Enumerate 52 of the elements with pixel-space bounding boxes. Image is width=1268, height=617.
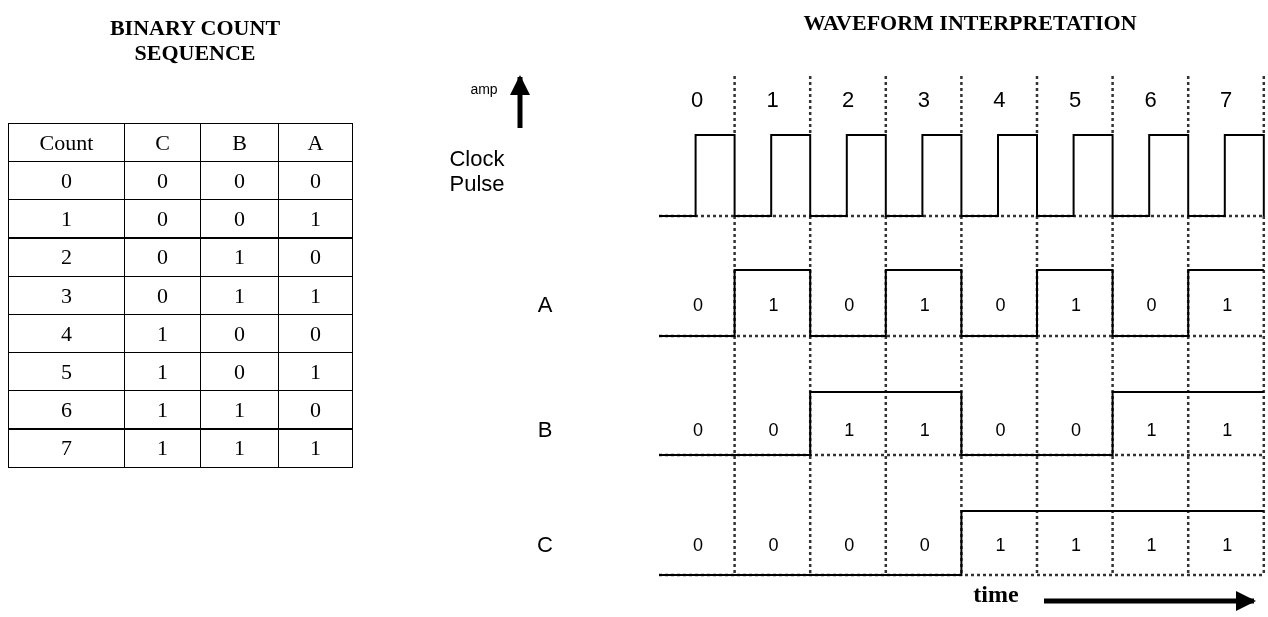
count-number: 1 xyxy=(765,86,780,115)
table-cell: 0 xyxy=(278,390,353,430)
signal-label: B xyxy=(536,416,554,445)
bit-value: 0 xyxy=(692,293,704,317)
table-cell: 1 xyxy=(8,199,125,239)
bit-value: 0 xyxy=(843,533,856,557)
bit-value: 1 xyxy=(1221,533,1234,557)
bit-value: 1 xyxy=(994,533,1007,557)
axis-label: amp xyxy=(469,79,499,99)
bit-value: 1 xyxy=(1070,533,1082,557)
bit-value: 0 xyxy=(692,533,704,557)
table-cell: 1 xyxy=(278,428,353,468)
count-number: 0 xyxy=(689,86,705,115)
count-number: 2 xyxy=(841,86,856,115)
count-number: 5 xyxy=(1067,86,1083,115)
bit-value: 1 xyxy=(1221,293,1234,317)
bit-value: 1 xyxy=(767,293,780,317)
signal-label: A xyxy=(536,291,554,320)
bit-value: 0 xyxy=(994,418,1007,442)
bit-value: 1 xyxy=(1070,293,1082,317)
signal-label: Clock Pulse xyxy=(448,144,506,198)
axis-label: time xyxy=(972,580,1020,610)
table-cell: 6 xyxy=(8,390,125,430)
bit-value: 0 xyxy=(767,418,780,442)
bit-value: 0 xyxy=(1145,293,1158,317)
bit-value: 1 xyxy=(843,418,856,442)
bit-value: 1 xyxy=(918,418,931,442)
table-cell: 7 xyxy=(8,428,125,468)
table-cell: 2 xyxy=(8,237,125,277)
bit-value: 1 xyxy=(918,293,931,317)
bit-value: 1 xyxy=(1145,418,1158,442)
count-number: 7 xyxy=(1219,86,1234,115)
bit-value: 0 xyxy=(843,293,856,317)
bit-value: 0 xyxy=(1070,418,1082,442)
table-cell: 1 xyxy=(124,428,201,468)
bit-value: 0 xyxy=(918,533,931,557)
column-header: Count xyxy=(8,123,125,162)
bit-value: 0 xyxy=(994,293,1007,317)
table-cell: 1 xyxy=(278,199,353,239)
count-number: 6 xyxy=(1143,86,1158,115)
table-cell: 0 xyxy=(278,237,353,277)
waveform-title: WAVEFORM INTERPRETATION xyxy=(802,9,1138,38)
table-cell: 1 xyxy=(200,428,279,468)
bit-value: 0 xyxy=(767,533,780,557)
column-header: A xyxy=(278,123,353,162)
count-number: 4 xyxy=(992,86,1007,115)
signal-label: C xyxy=(536,531,554,560)
bit-value: 0 xyxy=(692,418,704,442)
bit-value: 1 xyxy=(1145,533,1158,557)
table-title: BINARY COUNT SEQUENCE xyxy=(108,13,282,67)
bit-value: 1 xyxy=(1221,418,1234,442)
count-number: 3 xyxy=(916,86,931,115)
